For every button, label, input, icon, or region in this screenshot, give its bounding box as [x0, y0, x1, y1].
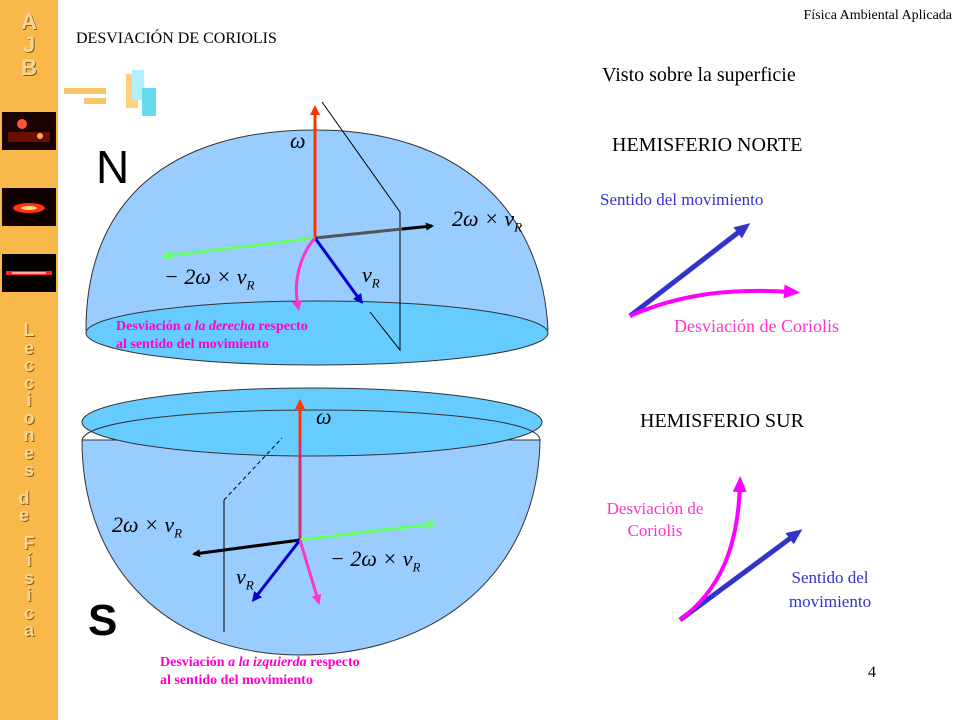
south-deflection-note: Desviación a la izquierda respecto al se…	[160, 655, 360, 688]
lab-thumbnail-2	[2, 188, 56, 226]
north-omega-label: ω	[290, 128, 306, 153]
lab-thumbnail-3	[2, 254, 56, 292]
lab-thumbnail-1	[2, 112, 56, 150]
south-motion-arrow	[678, 529, 803, 623]
lab-thumbnail-3-image	[2, 254, 56, 292]
south-coriolis-arrow	[678, 476, 747, 622]
sidebar: A J B L e c c i o n e s	[0, 0, 58, 720]
north-letter: N	[96, 141, 130, 193]
course-name: Física Ambiental Aplicada	[803, 8, 952, 23]
slide-title: DESVIACIÓN DE CORIOLIS	[76, 30, 277, 47]
decorative-logo-blocks	[64, 70, 156, 116]
page-number: 4	[868, 664, 876, 681]
north-hemisphere	[85, 101, 549, 366]
south-letter: S	[88, 596, 118, 645]
north-hemisphere-label: HEMISFERIO NORTE	[612, 134, 803, 156]
north-surface-arrows	[628, 223, 800, 318]
lab-thumbnail-1-image	[2, 112, 56, 150]
south-cross-term: 2ω × vR	[112, 512, 183, 541]
south-neg-cross-term: − 2ω × vR	[330, 546, 421, 575]
lab-thumbnail-2-image	[2, 188, 56, 226]
north-cross-term: 2ω × vR	[452, 206, 523, 235]
south-motion-label: Sentido del movimiento	[788, 568, 872, 611]
south-coriolis-label: Desviación de Coriolis	[606, 499, 704, 540]
north-motion-arrow	[628, 223, 751, 318]
north-motion-label: Sentido del movimiento	[600, 190, 764, 209]
south-omega-label: ω	[316, 404, 332, 429]
south-hemisphere-label: HEMISFERIO SUR	[640, 410, 804, 432]
north-coriolis-label: Desviación de Coriolis	[674, 316, 839, 336]
ajb-logo: A J B	[21, 9, 37, 80]
south-surface-arrows	[678, 476, 803, 623]
north-coriolis-arrow	[629, 284, 800, 318]
north-velocity-label: vR	[362, 262, 380, 291]
south-velocity-label: vR	[236, 564, 254, 593]
view-subtitle: Visto sobre la superficie	[602, 64, 796, 86]
north-deflection-note: Desviación a la derecha respecto al sent…	[116, 319, 308, 352]
vertical-course-title: L e c c i o n e s d e F í s i c a	[18, 320, 35, 640]
north-neg-cross-term: − 2ω × vR	[164, 264, 255, 293]
south-hemisphere	[81, 387, 543, 656]
